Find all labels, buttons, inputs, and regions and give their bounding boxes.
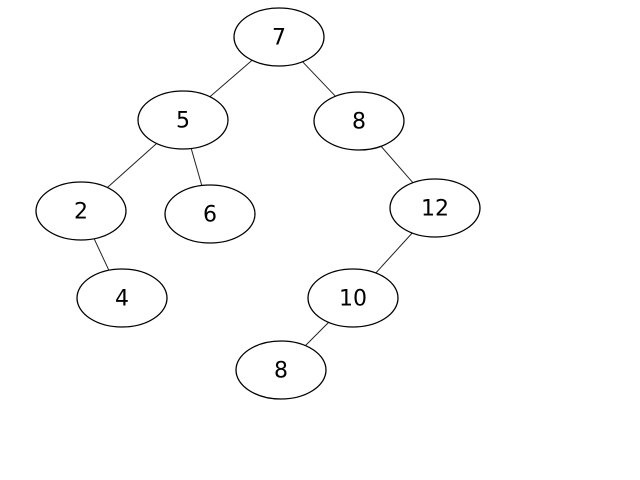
tree-node-n10: 10 <box>307 268 399 328</box>
tree-node-n8a: 8 <box>313 91 405 151</box>
tree-node-n7: 7 <box>233 7 325 67</box>
tree-edge-n8a-n12 <box>380 145 414 184</box>
tree-node-value: 12 <box>421 197 449 222</box>
tree-node-ellipse <box>235 340 327 400</box>
tree-node-ellipse <box>389 178 481 238</box>
tree-node-n12: 12 <box>389 178 481 238</box>
tree-node-value: 8 <box>352 110 366 135</box>
tree-node-value: 8 <box>274 359 288 384</box>
tree-edge-n7-n8a <box>302 61 336 97</box>
tree-node-ellipse <box>137 90 229 150</box>
tree-node-value: 4 <box>115 287 129 312</box>
tree-edge-n12-n10 <box>375 232 413 274</box>
tree-node-ellipse <box>164 184 256 244</box>
tree-edge-n5-n2 <box>107 143 157 188</box>
tree-edge-n5-n6 <box>190 148 203 186</box>
tree-node-value: 6 <box>203 203 217 228</box>
tree-node-ellipse <box>233 7 325 67</box>
tree-edge-n10-n8b <box>305 322 329 346</box>
tree-node-ellipse <box>307 268 399 328</box>
tree-node-value: 7 <box>272 26 286 51</box>
tree-nodes: 7 5 8 2 6 12 4 10 8 <box>35 7 481 400</box>
tree-node-n4: 4 <box>76 268 168 328</box>
tree-node-value: 10 <box>339 287 367 312</box>
tree-node-n8b: 8 <box>235 340 327 400</box>
tree-node-value: 5 <box>176 109 190 134</box>
tree-edges <box>93 59 414 346</box>
tree-node-ellipse <box>313 91 405 151</box>
tree-node-value: 2 <box>74 200 88 225</box>
tree-node-n6: 6 <box>164 184 256 244</box>
tree-node-ellipse <box>76 268 168 328</box>
tree-edge-n2-n4 <box>93 238 110 271</box>
tree-node-n2: 2 <box>35 181 127 241</box>
tree-node-ellipse <box>35 181 127 241</box>
tree-edge-n7-n5 <box>209 59 253 98</box>
tree-node-n5: 5 <box>137 90 229 150</box>
